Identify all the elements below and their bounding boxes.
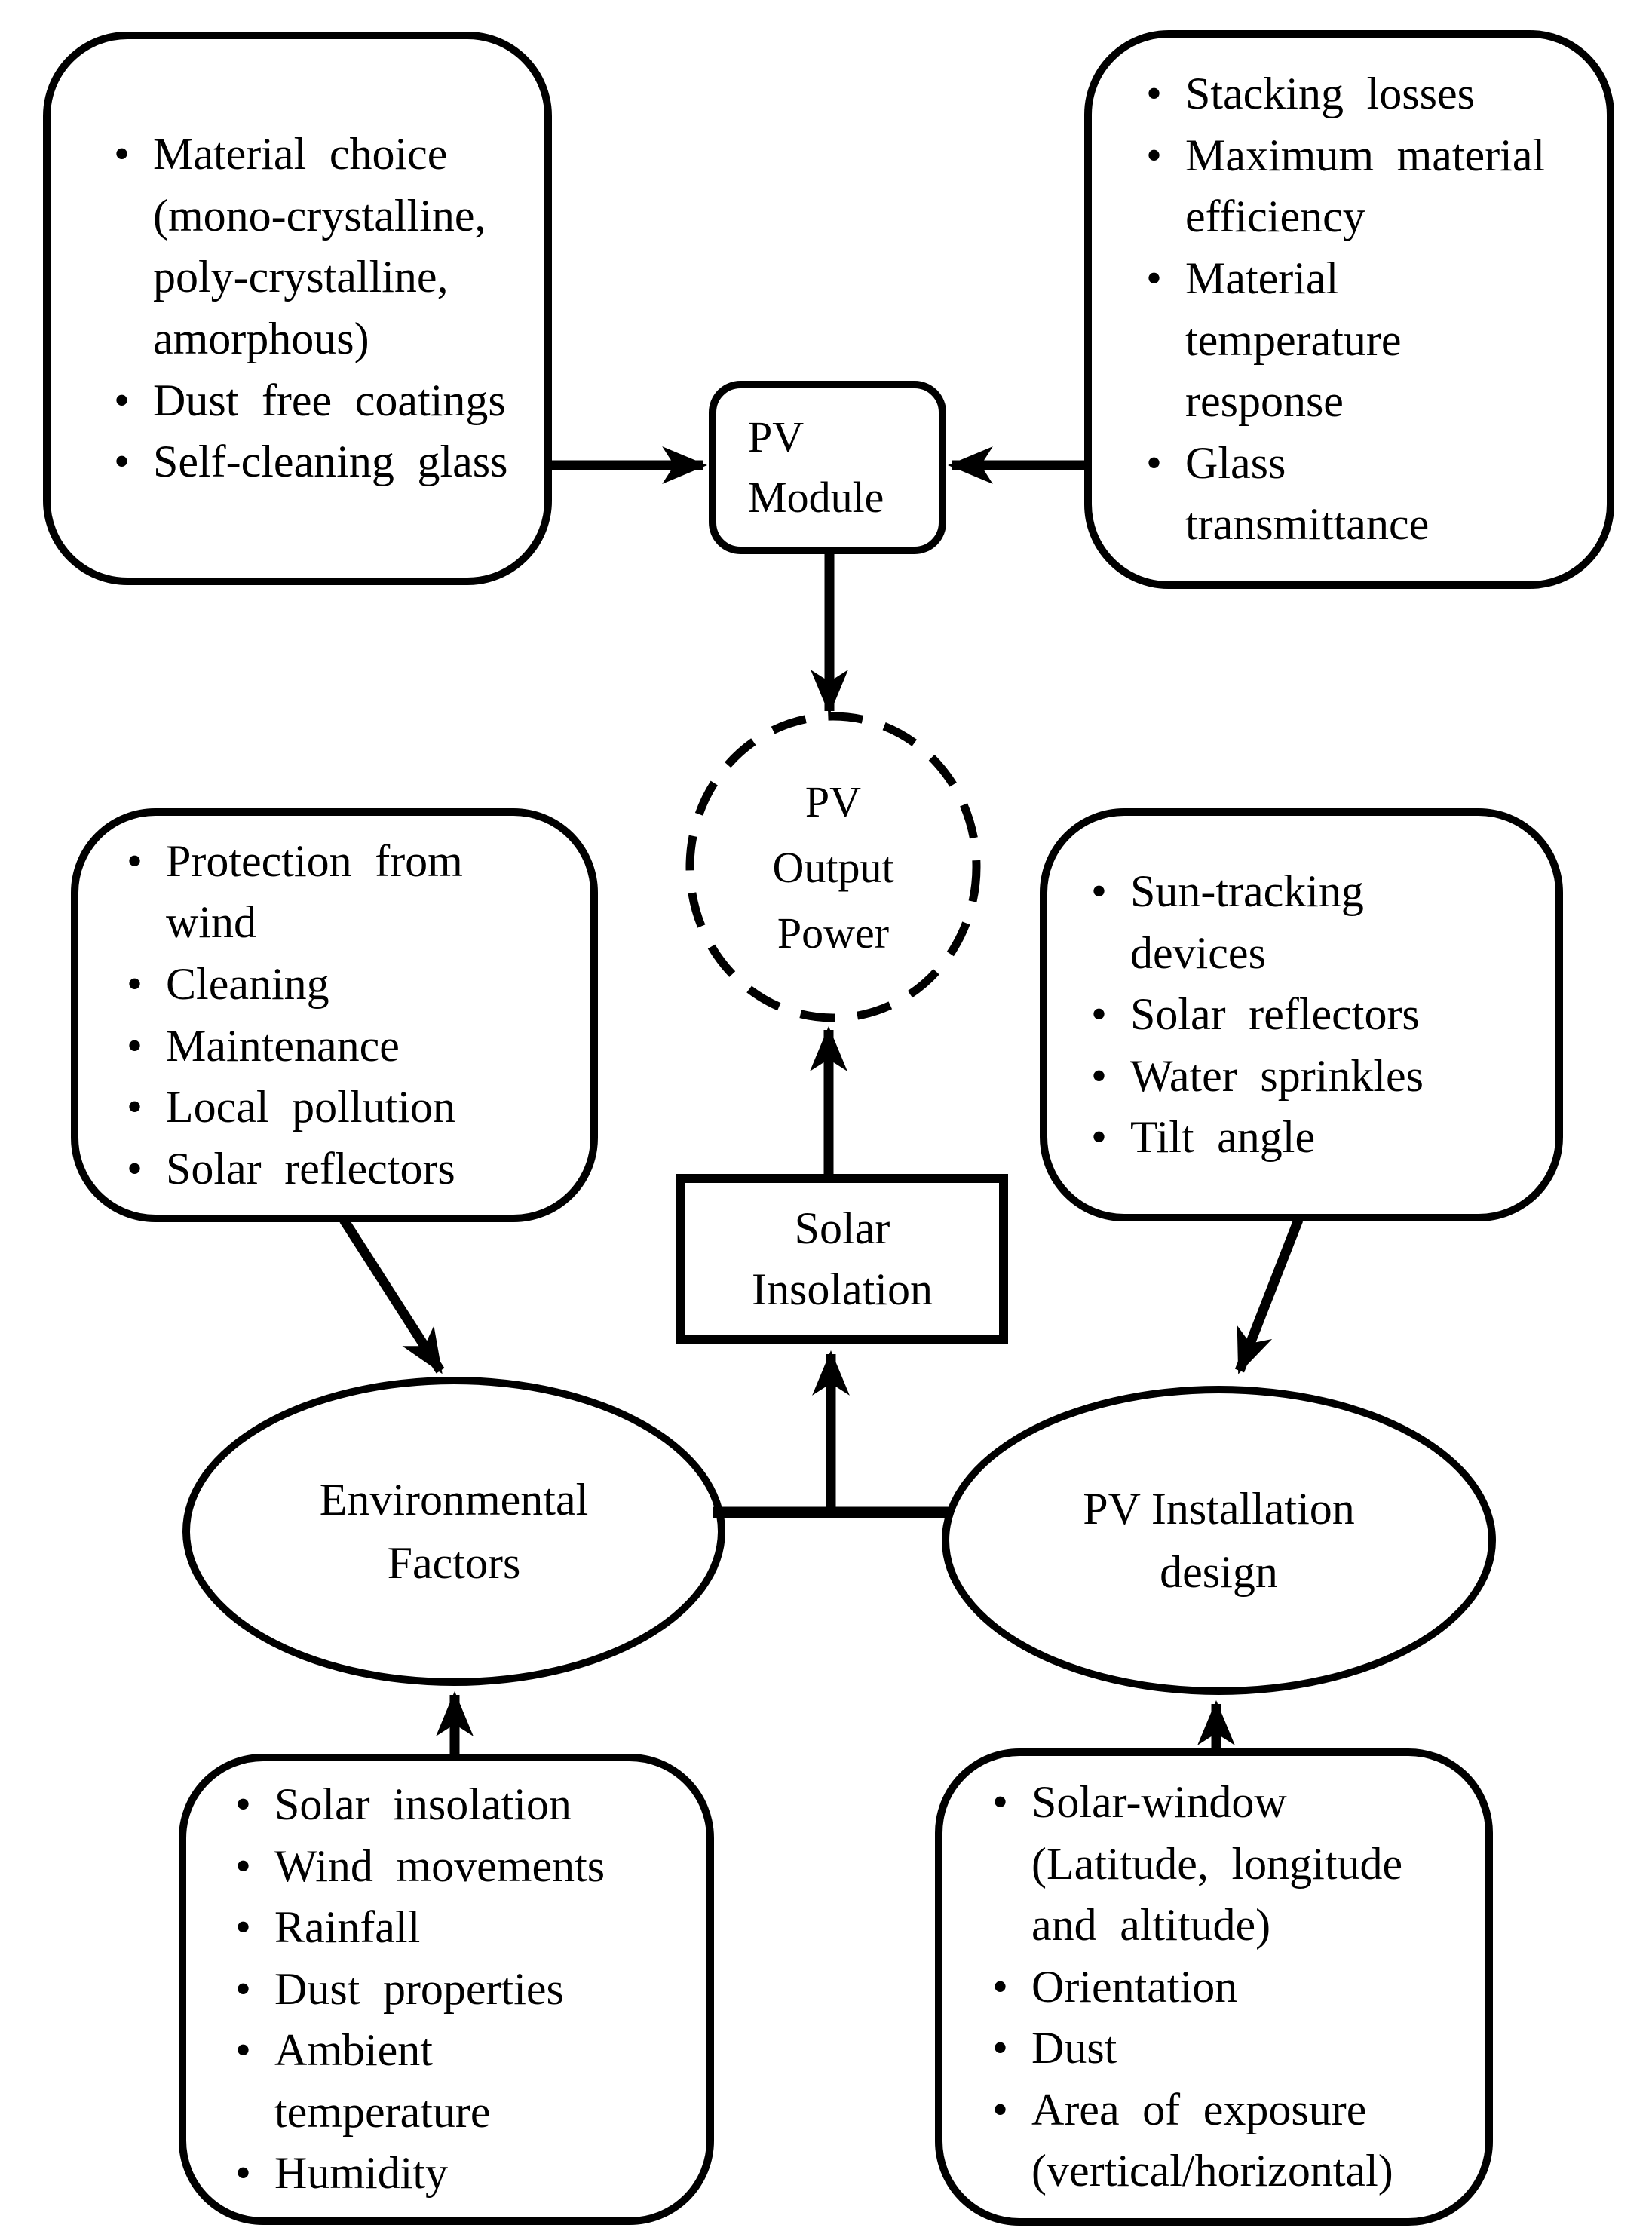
list-item: Dust [992,2018,1455,2079]
pv-output-power-node: PV Output Power [772,777,894,958]
environment-controls-box: Protection from wind Cleaning Maintenanc… [71,808,598,1222]
installation-inputs-list: Solar-window (Latitude, longitude and al… [992,1772,1475,2202]
module-materials-list: Material choice (mono-crystalline, poly-… [114,124,529,493]
list-item: Dust free coatings [114,370,510,432]
list-item: Maintenance [127,1016,559,1077]
environmental-inputs-box: Solar insolation Wind movements Rainfall… [179,1754,714,2225]
environmental-factors-node: Environmental Factors [182,1377,725,1686]
pv-module-node: PV Module [709,381,946,554]
installation-aids-list: Sun-tracking devices Solar reflectors Wa… [1091,861,1543,1169]
list-item: Dust properties [235,1959,676,2021]
pv-installation-design-node: PV Installation design [942,1386,1496,1695]
list-item: Ambient temperature [235,2020,676,2143]
module-losses-box: Stacking losses Maximum material efficie… [1084,30,1614,589]
list-item: Humidity [235,2143,676,2205]
list-item: Local pollution [127,1077,559,1138]
module-materials-box: Material choice (mono-crystalline, poly-… [43,32,552,585]
installation-aids-box: Sun-tracking devices Solar reflectors Wa… [1040,808,1563,1221]
list-item: Material temperature response [1146,248,1575,433]
list-item: Self-cleaning glass [114,431,510,493]
list-item: Solar reflectors [1091,984,1524,1046]
list-item: Tilt angle [1091,1107,1524,1169]
list-item: Solar-window (Latitude, longitude and al… [992,1772,1455,1957]
list-item: Area of exposure (vertical/horizontal) [992,2079,1455,2202]
list-item: Material choice (mono-crystalline, poly-… [114,124,510,369]
list-item: Cleaning [127,954,559,1016]
list-item: Wind movements [235,1836,676,1898]
list-item: Stacking losses [1146,63,1575,125]
environmental-inputs-list: Solar insolation Wind movements Rainfall… [235,1774,696,2205]
list-item: Maximum material efficiency [1146,125,1575,248]
arrow-controls-to-environmental-factors [339,1217,445,1374]
list-item: Sun-tracking devices [1091,861,1524,984]
list-item: Protection from wind [127,831,559,954]
list-item: Rainfall [235,1897,676,1959]
list-item: Glass transmittance [1146,433,1575,556]
list-item: Solar insolation [235,1774,676,1836]
arrow-aids-to-installation-design [1234,1218,1304,1374]
module-losses-list: Stacking losses Maximum material efficie… [1146,63,1595,556]
installation-inputs-box: Solar-window (Latitude, longitude and al… [935,1748,1493,2226]
list-item: Orientation [992,1957,1455,2018]
list-item: Water sprinkles [1091,1046,1524,1108]
solar-insolation-node: Solar Insolation [676,1174,1008,1344]
list-item: Solar reflectors [127,1138,559,1200]
environment-controls-list: Protection from wind Cleaning Maintenanc… [127,831,578,1200]
